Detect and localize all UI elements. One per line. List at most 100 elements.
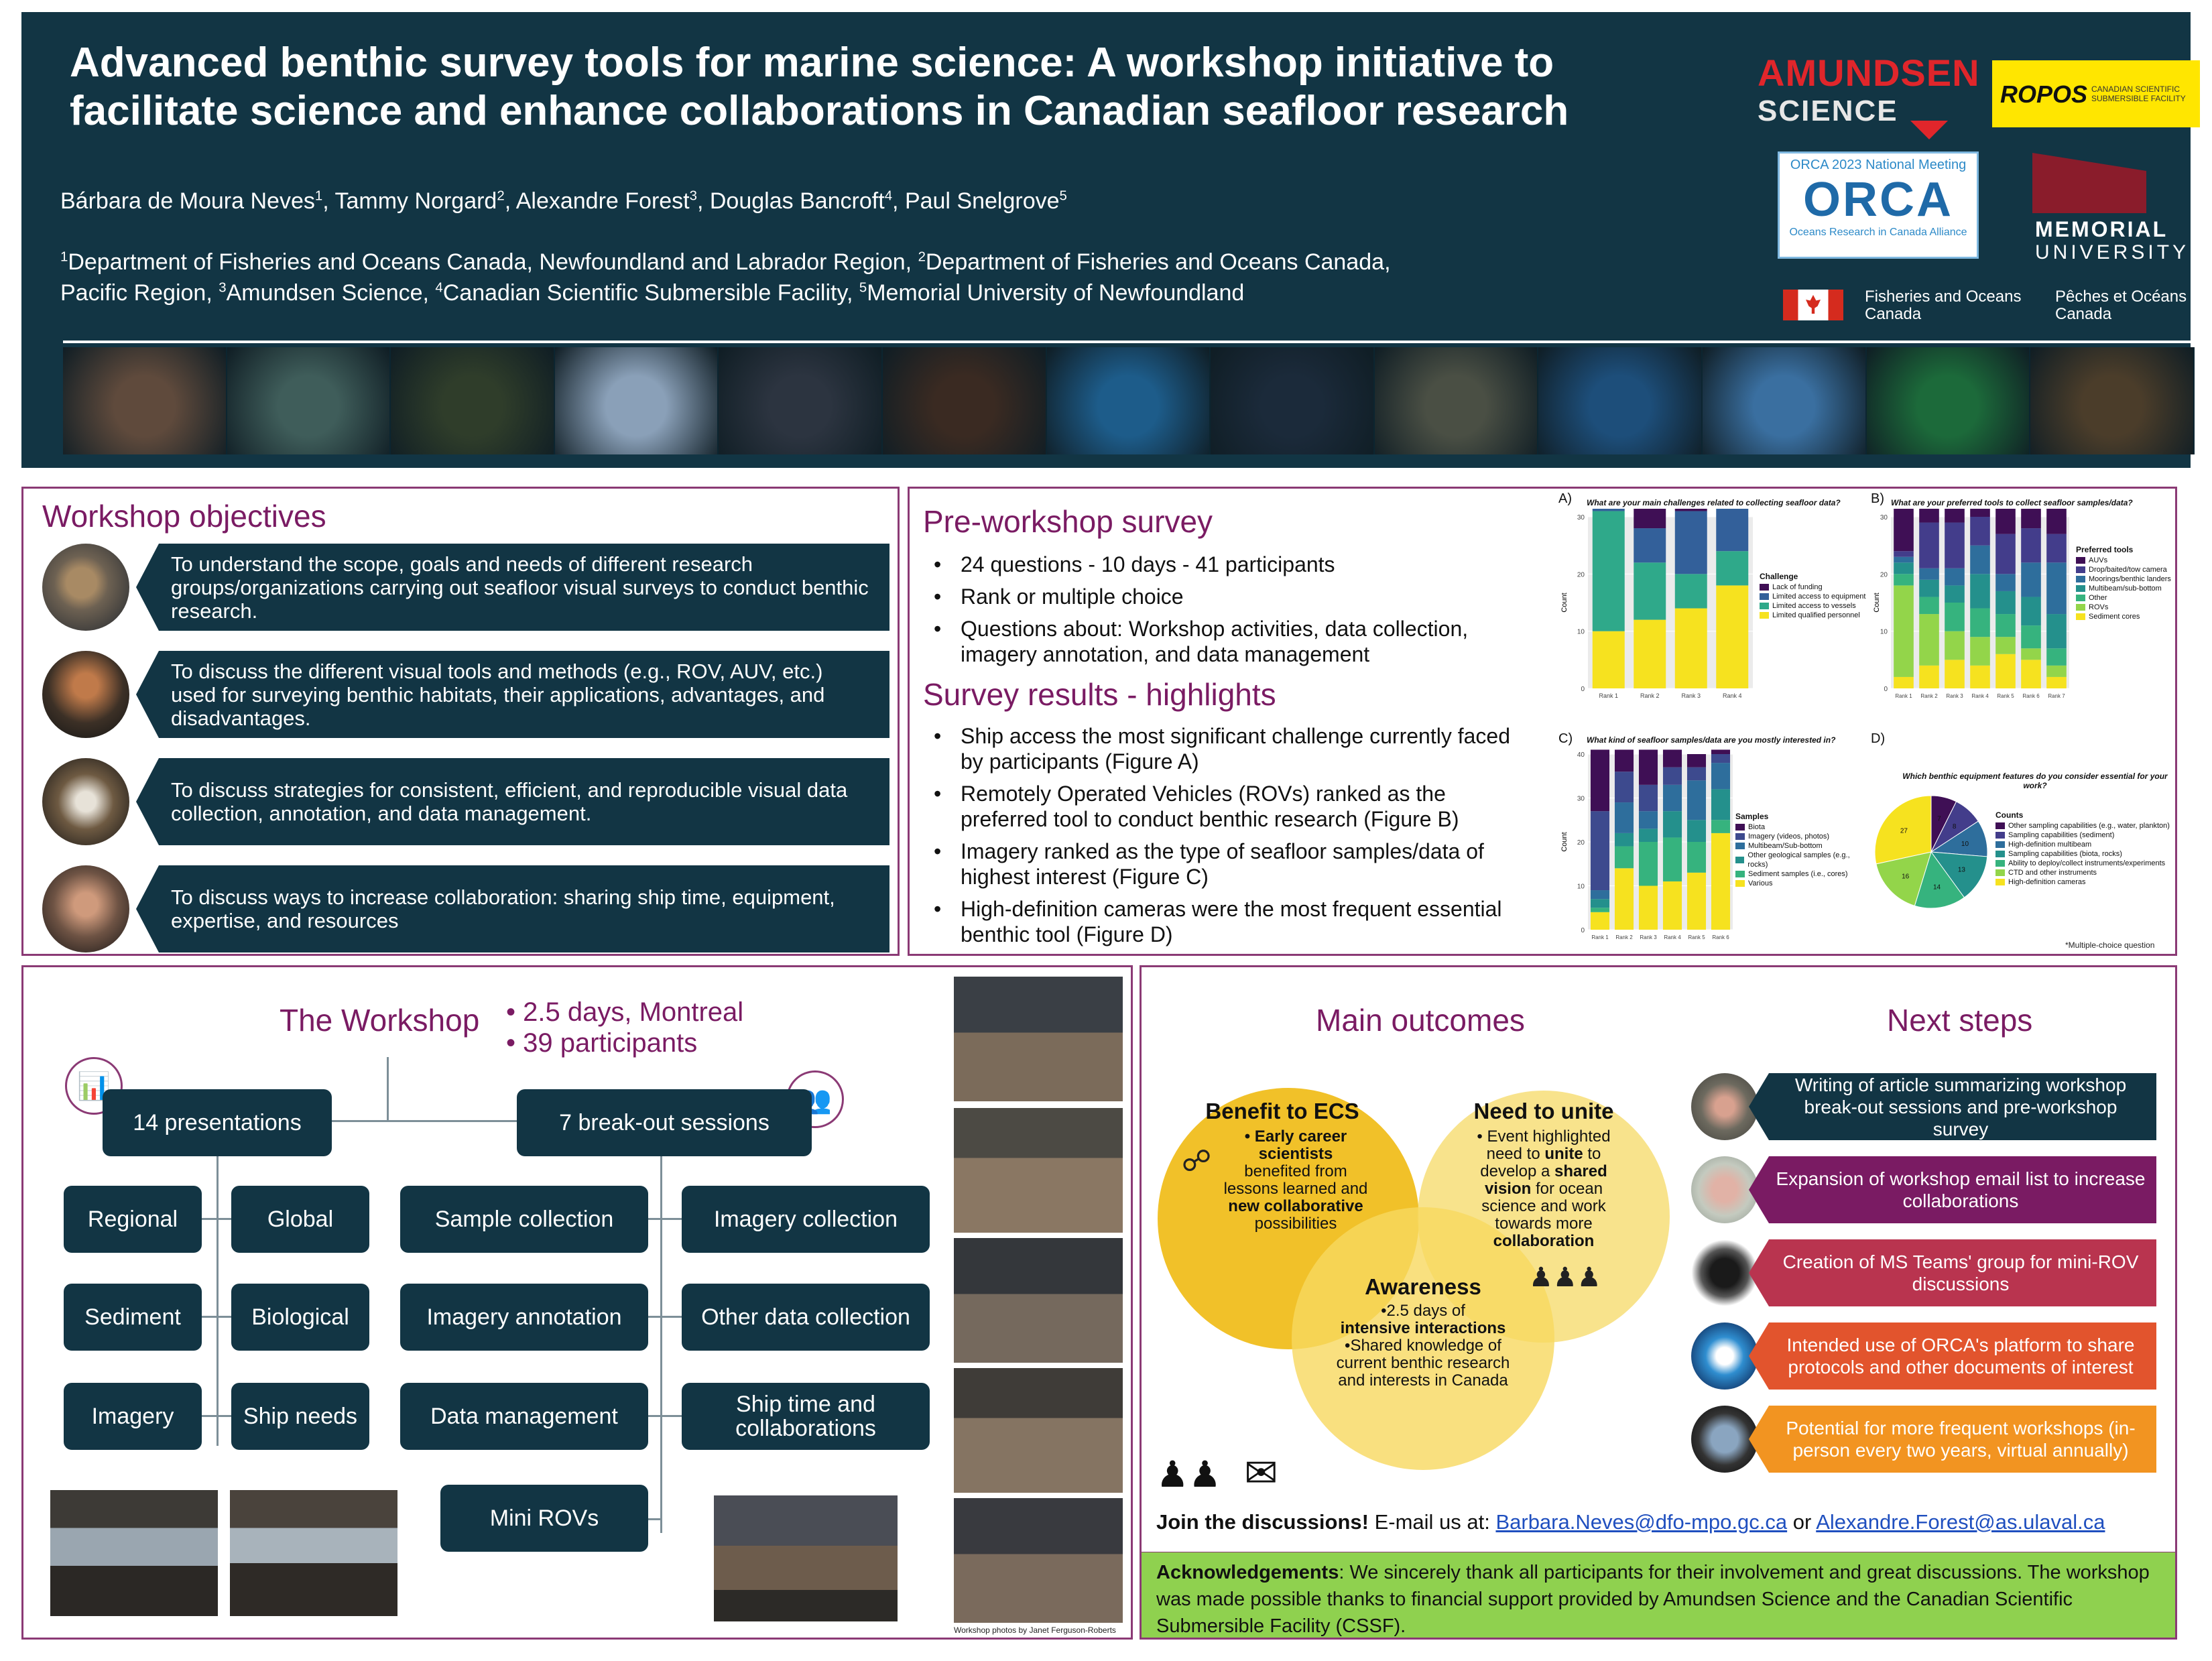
bar-segment: [1995, 509, 2016, 534]
seafloor-photo: [391, 347, 555, 454]
figure-c: C) What kind of seafloor samples/data ar…: [1558, 731, 1867, 952]
acknowledgements-label: Acknowledgements: [1156, 1562, 1339, 1583]
objectives-title: Workshop objectives: [42, 499, 326, 534]
session-ship-time: Ship time and collaborations: [682, 1383, 930, 1450]
legend-swatch: [1995, 832, 2005, 839]
next-step-text: Intended use of ORCA's platform to share…: [1749, 1322, 2156, 1390]
bar-segment: [1662, 767, 1682, 785]
y-tick-label: 30: [1577, 514, 1585, 521]
bar-segment: [1716, 509, 1749, 552]
bar-segment: [1970, 665, 1990, 688]
x-tick-label: Rank 2: [1640, 692, 1660, 699]
next-step-photo: [1691, 1156, 1758, 1223]
email-link-barbara[interactable]: Barbara.Neves@dfo-mpo.gc.ca: [1495, 1510, 1788, 1534]
workshop-fact: 39 participants: [506, 1028, 743, 1058]
y-axis-label: Count: [1560, 593, 1569, 612]
venn-circle-awareness: [1292, 1207, 1554, 1470]
legend-swatch: [1735, 824, 1745, 830]
join-discussion-line: Join the discussions! E-mail us at: Barb…: [1156, 1510, 2105, 1534]
legend-swatch: [1760, 612, 1769, 619]
ecs-text: benefited from lessons learned and: [1223, 1162, 1368, 1198]
bar-segment: [2046, 648, 2067, 666]
legend-item: Biota: [1735, 822, 1867, 832]
survey-result-bullet: Remotely Operated Vehicles (ROVs) ranked…: [928, 781, 1532, 832]
presentations-node: 14 presentations: [103, 1089, 332, 1156]
acknowledgements-text: Acknowledgements: We sincerely thank all…: [1156, 1559, 2162, 1640]
bar-segment: [1674, 608, 1707, 688]
bar-segment: [1894, 562, 1914, 574]
workshop-photo: [954, 1238, 1123, 1363]
legend-item: ROVs: [2076, 603, 2176, 612]
legend-item: Limited access to equipment: [1760, 592, 1867, 601]
connector-line: [171, 1316, 261, 1318]
figure-d-letter: D): [1871, 731, 1886, 746]
ecs-text: possibilities: [1254, 1215, 1337, 1233]
amundsen-logo-text: AMUNDSEN: [1758, 52, 1980, 94]
author-name: Tammy Norgard2: [334, 188, 505, 214]
x-tick-label: Rank 5: [1688, 934, 1705, 940]
header-divider: [63, 341, 2195, 343]
bar-segment: [1590, 890, 1610, 900]
session-imagery-collection: Imagery collection: [682, 1186, 930, 1253]
legend-swatch: [1995, 851, 2005, 857]
bar-segment: [1590, 811, 1610, 891]
need-to-unite-text: • Event highlighted need to unite to dev…: [1463, 1128, 1624, 1250]
bar-segment: [1686, 842, 1707, 873]
poster-title: Advanced benthic survey tools for marine…: [70, 39, 1772, 135]
legend-swatch: [1995, 841, 2005, 848]
envelope-icon: ✉: [1244, 1451, 1278, 1495]
survey-results-title: Survey results - highlights: [923, 677, 1276, 712]
author-name: Bárbara de Moura Neves1: [60, 188, 323, 214]
y-axis-label: Count: [1560, 832, 1569, 851]
email-link-alexandre[interactable]: Alexandre.Forest@as.ulaval.ca: [1816, 1510, 2105, 1534]
bar-segment: [1590, 908, 1610, 912]
connector-line: [387, 1057, 389, 1121]
legend-swatch: [1760, 603, 1769, 609]
next-step-photo: [1691, 1239, 1758, 1306]
join-text: E-mail us at:: [1368, 1510, 1496, 1534]
bar-segment: [1894, 676, 1914, 688]
workshop-fact: 2.5 days, Montreal: [506, 997, 743, 1028]
figure-a: A) What are your main challenges related…: [1558, 491, 1867, 719]
ropos-logo: ROPOS CANADIAN SCIENTIFIC SUBMERSIBLE FA…: [1992, 60, 2200, 127]
session-imagery-annotation: Imagery annotation: [400, 1284, 648, 1351]
bar-segment: [1970, 509, 1990, 517]
bar-segment: [1970, 545, 1990, 574]
legend-label: High-definition multibeam: [2008, 841, 2092, 849]
affiliation-text: Department of Fisheries and Oceans Canad…: [925, 249, 1391, 275]
bar-segment: [1894, 585, 1914, 677]
legend-label: Sampling capabilities (sediment): [2008, 831, 2115, 839]
session-mini-rovs: Mini ROVs: [440, 1485, 648, 1552]
bar-segment: [2021, 660, 2041, 688]
x-tick-label: Rank 1: [1895, 693, 1912, 699]
y-tick-label: 40: [1577, 751, 1585, 759]
amundsen-chevron-icon: [1910, 121, 1948, 139]
dfo-french-name: Pêches et Océans Canada: [2055, 288, 2187, 323]
connector-line: [171, 1415, 261, 1417]
survey-panel: Pre-workshop survey 24 questions - 10 da…: [908, 487, 2177, 956]
memorial-university-logo: MEMORIAL UNIVERSITY: [2026, 153, 2200, 267]
x-tick-label: Rank 4: [1971, 693, 1989, 699]
connector-line: [647, 1415, 700, 1417]
memorial-logo-subtext: UNIVERSITY: [2035, 241, 2190, 263]
y-tick-label: 10: [1577, 629, 1585, 636]
x-tick-label: Rank 1: [1591, 934, 1609, 940]
y-tick-label: 20: [1577, 839, 1585, 847]
legend-title: Samples: [1735, 812, 1769, 821]
survey-bullet: 24 questions - 10 days - 41 participants: [928, 552, 1532, 577]
bar-segment: [1716, 551, 1749, 586]
workshop-photo: [50, 1490, 218, 1616]
need-to-unite-title: Need to unite: [1473, 1099, 1614, 1123]
legend-item: Other sampling capabilities (e.g., water…: [1995, 821, 2176, 830]
next-step-item: Intended use of ORCA's platform to share…: [1691, 1322, 2160, 1390]
canada-flag-icon: [1783, 290, 1843, 320]
bar-segment: [1945, 660, 1965, 688]
author-name: Paul Snelgrove5: [904, 188, 1067, 214]
unite-bold-text: collaboration: [1493, 1232, 1595, 1250]
bar-segment: [1638, 885, 1658, 930]
x-tick-label: Rank 2: [1920, 693, 1938, 699]
y-tick-label: 20: [1577, 571, 1585, 578]
